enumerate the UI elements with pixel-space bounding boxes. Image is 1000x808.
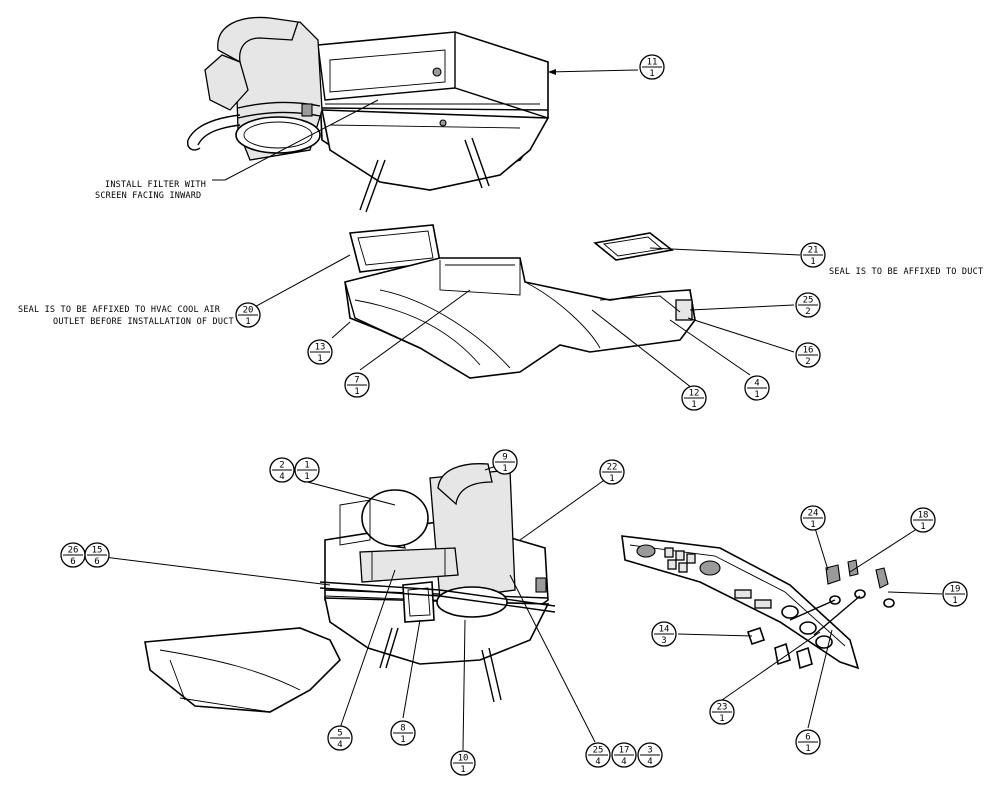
callout-quantity: 1 bbox=[502, 464, 507, 474]
callout-item-number: 8 bbox=[400, 724, 405, 734]
callout-quantity: 1 bbox=[649, 69, 654, 79]
callout-item-9-c9: 91 bbox=[492, 449, 518, 475]
callout-item-21-c21: 211 bbox=[800, 242, 826, 268]
callout-quantity: 2 bbox=[805, 357, 810, 367]
callout-item-8-c8: 81 bbox=[390, 720, 416, 746]
callout-item-12-c12: 121 bbox=[681, 385, 707, 411]
note-seal-duct: SEAL IS TO BE AFFIXED TO DUCT bbox=[829, 267, 983, 277]
callout-quantity: 1 bbox=[805, 744, 810, 754]
callout-item-5-c5: 54 bbox=[327, 725, 353, 751]
callout-item-number: 14 bbox=[659, 625, 670, 635]
callout-quantity: 1 bbox=[400, 735, 405, 745]
callout-quantity: 1 bbox=[304, 472, 309, 482]
callout-item-25-c25a: 252 bbox=[795, 292, 821, 318]
callout-quantity: 1 bbox=[810, 257, 815, 267]
callout-quantity: 1 bbox=[719, 714, 724, 724]
callout-item-number: 25 bbox=[803, 296, 814, 306]
callout-item-number: 4 bbox=[754, 379, 759, 389]
callout-quantity: 4 bbox=[621, 757, 626, 767]
callout-item-number: 10 bbox=[458, 754, 469, 764]
callout-item-number: 7 bbox=[354, 376, 359, 386]
callout-item-25-c25b: 254 bbox=[585, 742, 611, 768]
callout-item-22-c22: 221 bbox=[599, 459, 625, 485]
callout-quantity: 1 bbox=[317, 354, 322, 364]
callout-item-number: 26 bbox=[68, 546, 79, 556]
callout-item-26-c26: 266 bbox=[60, 542, 86, 568]
callout-quantity: 3 bbox=[661, 636, 666, 646]
callout-item-number: 15 bbox=[92, 546, 103, 556]
callout-quantity: 4 bbox=[647, 757, 652, 767]
callout-item-16-c16: 162 bbox=[795, 342, 821, 368]
callout-quantity: 1 bbox=[920, 522, 925, 532]
callout-item-18-c18: 181 bbox=[910, 507, 936, 533]
callout-item-number: 17 bbox=[619, 746, 630, 756]
note-seal-hvac-line2: OUTLET BEFORE INSTALLATION OF DUCT bbox=[53, 317, 234, 327]
callout-item-number: 24 bbox=[808, 509, 819, 519]
control-panel-assembly bbox=[621, 535, 895, 670]
callout-item-number: 5 bbox=[337, 729, 342, 739]
callout-item-number: 11 bbox=[647, 58, 658, 68]
hvac-assembly-installed bbox=[144, 463, 556, 713]
callout-quantity: 1 bbox=[691, 400, 696, 410]
duct-assembly bbox=[344, 224, 696, 379]
note-filter-line2: SCREEN FACING INWARD bbox=[95, 191, 201, 201]
callout-item-14-c14: 143 bbox=[651, 621, 677, 647]
callout-quantity: 1 bbox=[354, 387, 359, 397]
callout-item-number: 9 bbox=[502, 453, 507, 463]
callout-item-2-c2: 24 bbox=[269, 457, 295, 483]
callout-item-number: 23 bbox=[717, 703, 728, 713]
callout-quantity: 1 bbox=[952, 596, 957, 606]
callout-item-6-c6: 61 bbox=[795, 729, 821, 755]
callout-item-15-c15: 156 bbox=[84, 542, 110, 568]
callout-quantity: 6 bbox=[70, 557, 75, 567]
callout-item-19-c19: 191 bbox=[942, 581, 968, 607]
callout-quantity: 1 bbox=[754, 390, 759, 400]
callout-item-number: 12 bbox=[689, 389, 700, 399]
callout-quantity: 1 bbox=[460, 765, 465, 775]
callout-quantity: 4 bbox=[337, 740, 342, 750]
callout-quantity: 1 bbox=[810, 520, 815, 530]
callout-item-7-c7: 71 bbox=[344, 372, 370, 398]
callout-item-number: 21 bbox=[808, 246, 819, 256]
callout-item-4-c4: 41 bbox=[744, 375, 770, 401]
callout-item-number: 6 bbox=[805, 733, 810, 743]
note-seal-hvac-line1: SEAL IS TO BE AFFIXED TO HVAC COOL AIR bbox=[18, 305, 221, 315]
callout-item-13-c13: 131 bbox=[307, 339, 333, 365]
callout-item-number: 19 bbox=[950, 585, 961, 595]
callout-item-number: 1 bbox=[304, 461, 309, 471]
note-filter-line1: INSTALL FILTER WITH bbox=[105, 180, 206, 190]
callout-item-number: 13 bbox=[315, 343, 326, 353]
callout-item-number: 3 bbox=[647, 746, 652, 756]
callout-item-number: 20 bbox=[243, 306, 254, 316]
callout-item-1-c1: 11 bbox=[294, 457, 320, 483]
callout-quantity: 6 bbox=[94, 557, 99, 567]
callout-quantity: 4 bbox=[595, 757, 600, 767]
callout-quantity: 1 bbox=[245, 317, 250, 327]
callout-quantity: 4 bbox=[279, 472, 284, 482]
callout-item-number: 18 bbox=[918, 511, 929, 521]
hvac-unit-top bbox=[187, 16, 550, 213]
callout-item-23-c23: 231 bbox=[709, 699, 735, 725]
callout-item-3-c3: 34 bbox=[637, 742, 663, 768]
callout-item-11-c11: 111 bbox=[639, 54, 665, 80]
callout-quantity: 1 bbox=[609, 474, 614, 484]
callout-item-24-c24: 241 bbox=[800, 505, 826, 531]
callout-quantity: 2 bbox=[805, 307, 810, 317]
leader-lines bbox=[87, 69, 943, 751]
callout-item-number: 25 bbox=[593, 746, 604, 756]
callout-item-number: 2 bbox=[279, 461, 284, 471]
callout-item-20-c20: 201 bbox=[235, 302, 261, 328]
callout-item-number: 22 bbox=[607, 463, 618, 473]
callout-item-10-c10: 101 bbox=[450, 750, 476, 776]
callout-item-17-c17: 174 bbox=[611, 742, 637, 768]
callout-item-number: 16 bbox=[803, 346, 814, 356]
